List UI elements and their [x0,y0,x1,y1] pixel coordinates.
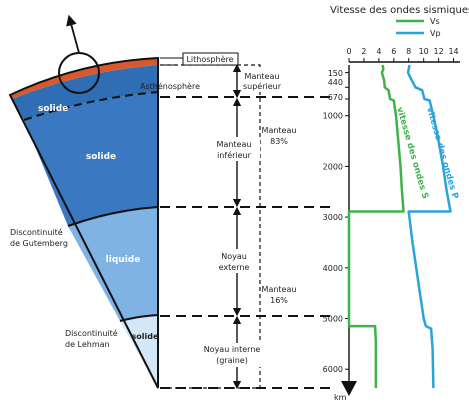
x-tick-label: 6 [391,47,396,56]
y-tick-label: 3000 [323,213,343,222]
x-tick-label: 10 [419,47,429,56]
x-tick-label: 8 [406,47,411,56]
velocity-chart: Vitesse des ondes sismiques (km.s-1) Vs … [323,3,469,402]
y-tick-label: 4000 [323,264,343,273]
chart-title-main: Vitesse des ondes sismiques (km.s [330,5,469,16]
crust [10,58,158,99]
y-tick-label: 5000 [323,314,343,323]
label-solide-core: solide [132,332,159,341]
label-noyau-ext-2: externe [219,263,250,272]
y-tick-label: 440 [328,78,343,87]
x-tick-label: 14 [448,47,458,56]
label-solide-top: solide [38,104,68,114]
chart-title: Vitesse des ondes sismiques (km.s-1) [330,3,469,16]
series-vp-line [406,64,452,389]
upper-dashed [23,91,159,121]
zoom-arrow-icon [66,14,80,54]
x-tick-label: 4 [376,47,381,56]
y-tick-label: 670 [328,93,343,102]
legend-vs-label: Vs [430,17,440,26]
label-liquide: liquide [106,255,141,265]
label-ondes-p: vitesse des ondes P [424,106,460,200]
label-noyau-int-2: (graine) [216,356,248,365]
x-tick-label: 0 [346,47,351,56]
label-gutemberg-2: de Gutemberg [10,239,68,248]
y-tick-label: 1000 [323,112,343,121]
legend: Vs Vp [396,17,441,38]
label-noyau-ext-1: Noyau [221,252,247,261]
label-manteau-sup-1: Manteau [245,72,280,81]
series-lines [347,64,452,389]
y-axis-arrow-icon [341,381,357,396]
x-tick-label: 2 [361,47,366,56]
series-vs-line [347,64,405,388]
outer-core [68,207,158,321]
y-tick-label: 2000 [323,162,343,171]
y-tick-label: 150 [328,69,343,78]
section-outline [8,56,159,389]
x-tick-label: 12 [434,47,444,56]
label-manteau-inf-1: Manteau [217,140,252,149]
label-lehman-1: Discontinuité [65,328,118,338]
legend-vp-label: Vp [430,29,441,38]
y-tick-label: 6000 [323,365,343,374]
label-lehman-2: de Lehman [65,340,110,349]
label-manteau-inf-2: inférieur [217,150,252,160]
label-manteau-83-1: Manteau [262,126,297,135]
label-solide-mantle: solide [86,152,116,162]
lower-mantle [24,92,158,226]
bracket-box-top [160,57,183,66]
label-gutemberg-1: Discontinuité [10,227,63,237]
x-ticks: 0 2 4 6 8 10 12 14 [346,47,459,62]
label-manteau-16-1: Manteau [262,285,297,294]
y-axis-unit: km [334,393,347,402]
label-noyau-int-1: Noyau interne [204,345,261,354]
label-manteau-16-2: 16% [270,296,288,305]
label-lithosphere: Lithosphère [186,54,233,64]
lithosphere-box [182,52,239,66]
label-asthenosphere: Asthénosphère [140,81,200,91]
earth-cross-section: solide solide liquide solide Asthénosphè… [8,14,200,389]
gutemberg-line [67,206,159,227]
bracket-big-left [160,64,261,389]
layer-annotations: Lithosphère Manteau supérieur Manteau in… [10,52,330,390]
label-manteau-83-2: 83% [270,137,288,146]
label-manteau-sup-2: supérieur [243,81,282,91]
